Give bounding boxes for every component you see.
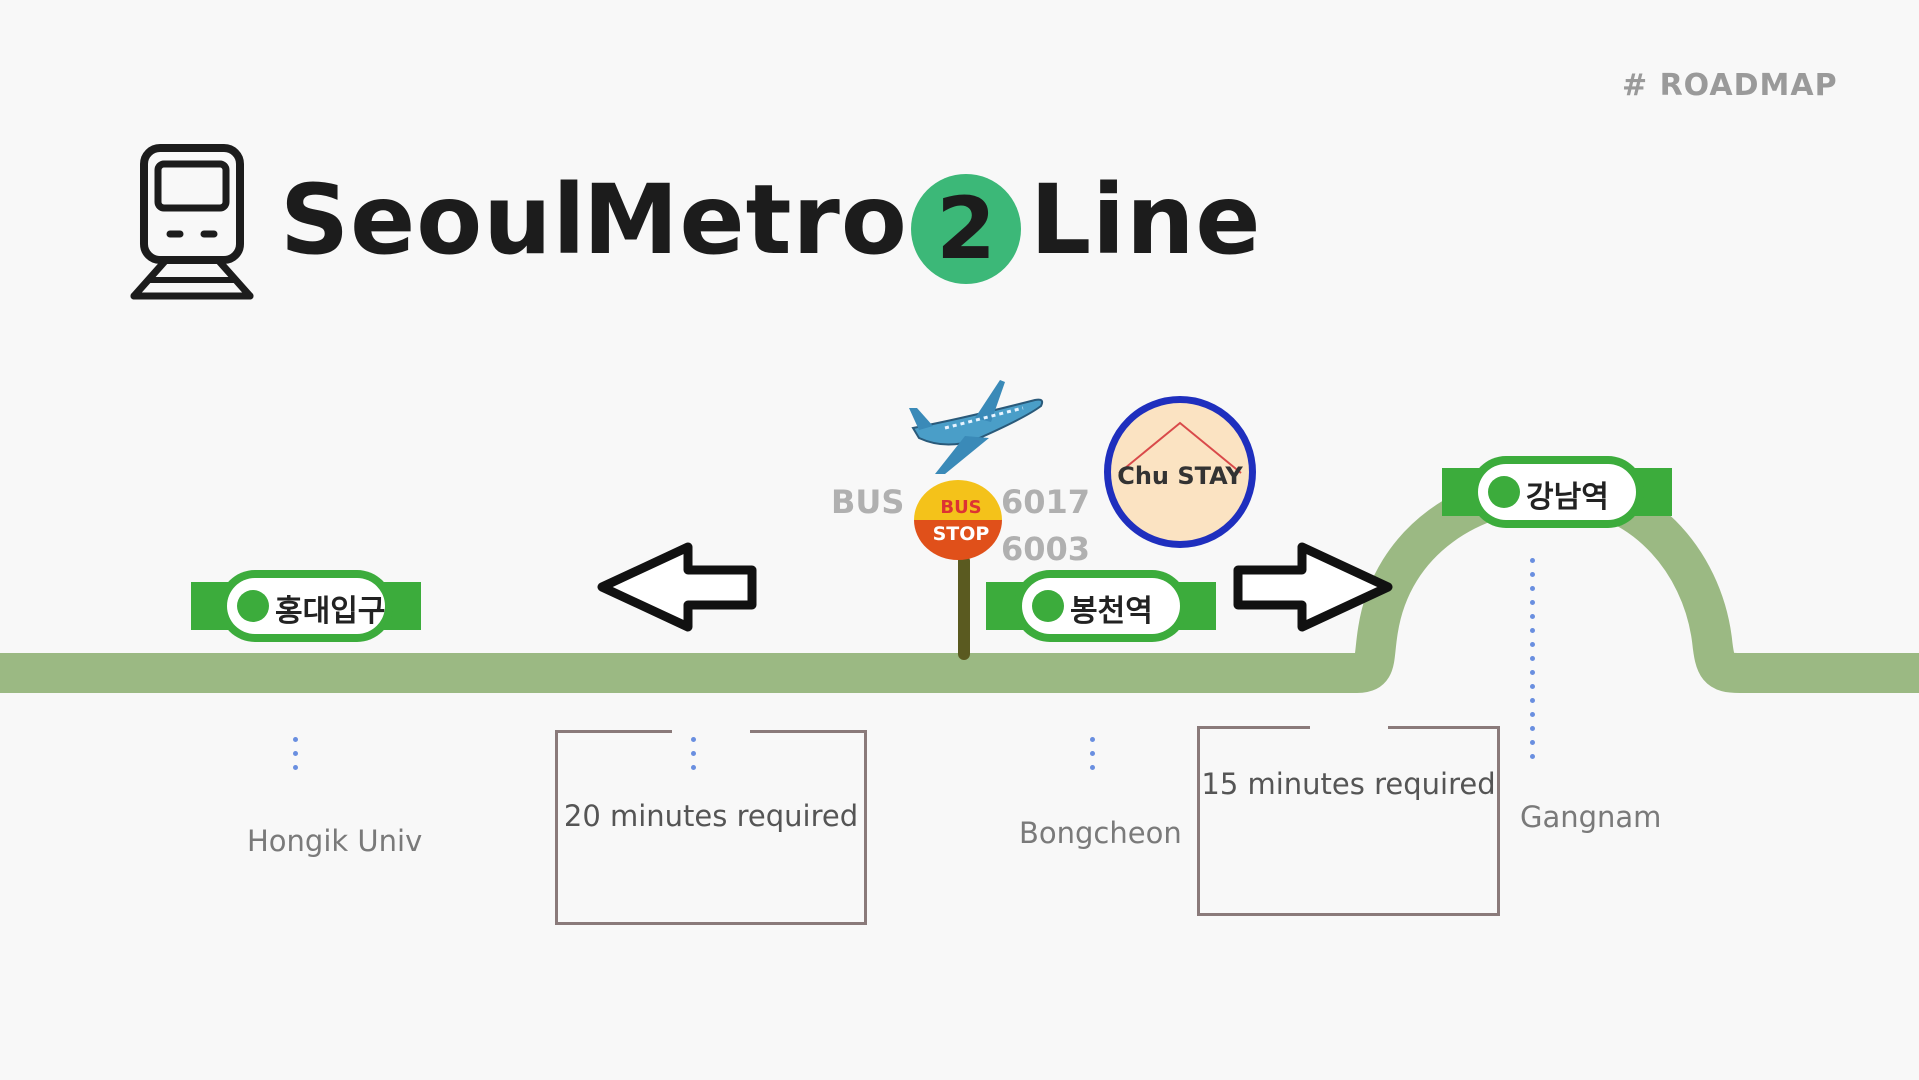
line-number-badge: 2 [911,174,1021,284]
bus-stop-pole [958,555,970,660]
bus-sign-bottom-text: STOP [932,523,990,545]
travel-time-text: 15 minutes required [1201,767,1496,801]
station-gangnam: 강남역 [1442,456,1672,528]
dotted-connector [1530,558,1536,768]
station-name-ko: 홍대입구 [275,594,386,629]
dotted-connector [691,737,697,779]
station-name-en: Gangnam [1520,800,1662,834]
bus-route-number: 6017 [1001,483,1091,521]
dotted-connector [293,737,299,779]
travel-time-text: 20 minutes required [563,799,859,833]
airplane-icon [905,378,1045,482]
title-word-line: Line [1030,164,1262,276]
hotel-logo-icon [1104,396,1256,548]
bus-stop-sign-icon [910,480,1006,568]
title-word-metro: Metro [583,164,908,276]
station-hongdae: 홍대입구 [191,570,421,642]
bus-route-number: 6003 [1001,530,1091,568]
travel-time-box: 15 minutes required [1197,724,1500,916]
station-name-ko: 강남역 [1526,480,1609,515]
hotel-name: Chu STAY [1117,462,1243,490]
train-icon [130,142,256,306]
title-word-seoul: Seoul [280,164,587,276]
dotted-connector [1090,737,1096,779]
station-bongcheon: 봉천역 [986,570,1216,642]
left-arrow-icon [597,542,757,632]
travel-time-box: 20 minutes required [555,728,867,925]
station-name-en: Bongcheon [1019,816,1182,850]
roadmap-tag: # ROADMAP [1622,68,1838,103]
station-name-en: Hongik Univ [247,824,423,858]
station-name-ko: 봉천역 [1070,594,1153,629]
bus-label: BUS [831,483,905,521]
right-arrow-icon [1233,542,1393,632]
bus-sign-top-text: BUS [940,497,982,518]
